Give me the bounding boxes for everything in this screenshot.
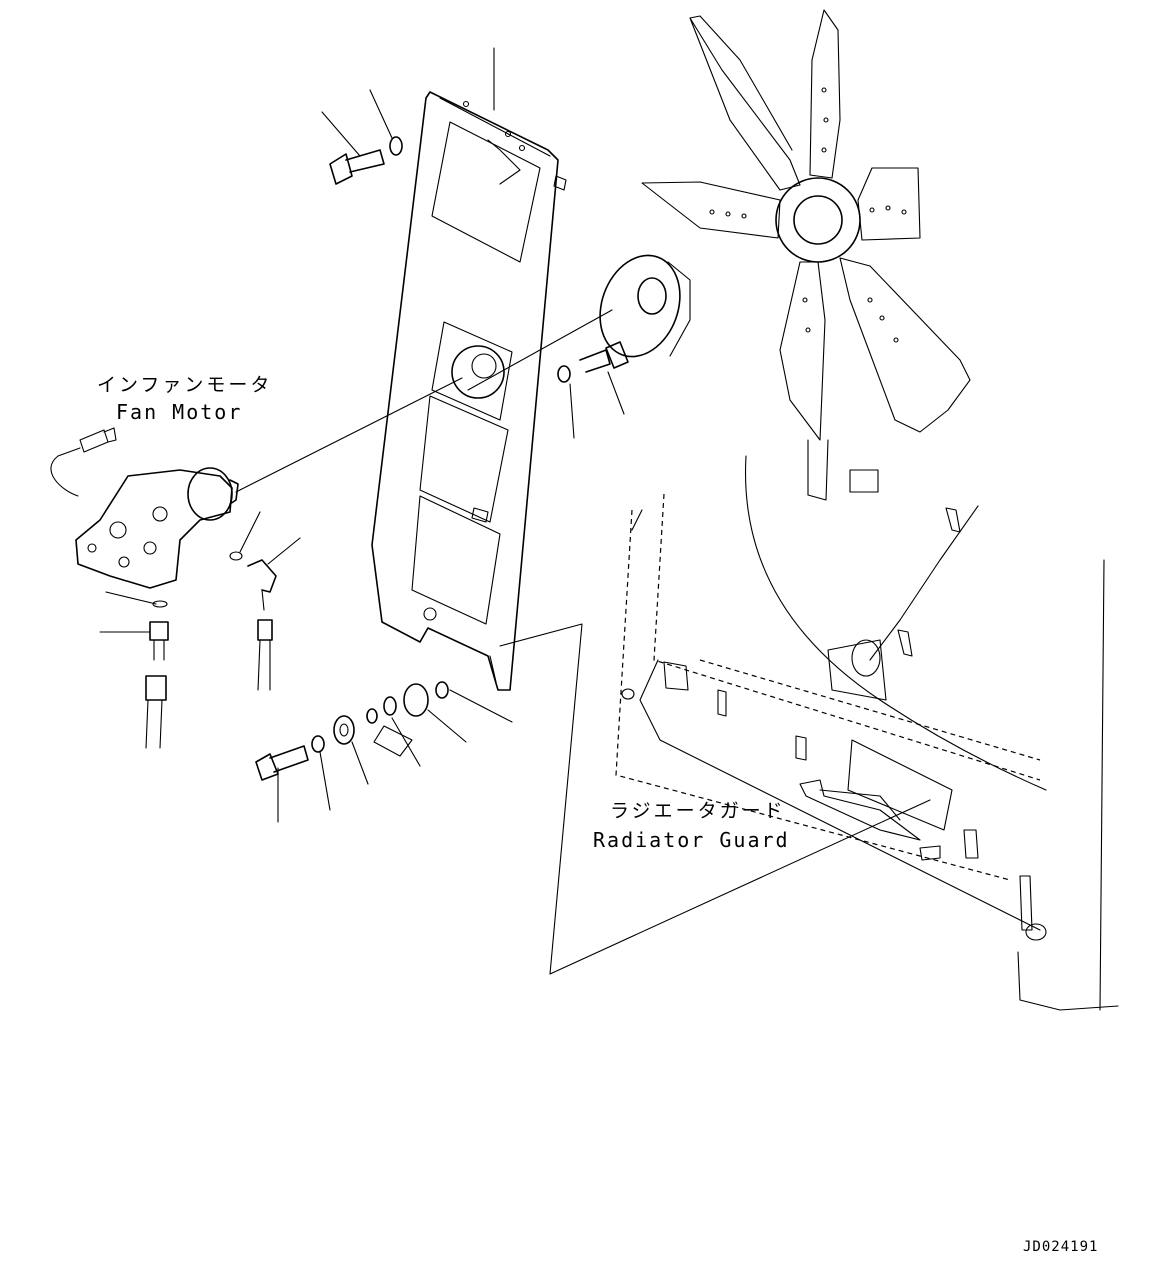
fan-motor-label-en: Fan Motor bbox=[116, 400, 243, 424]
fan-bolt-holes bbox=[709, 87, 907, 343]
fan-motor-label-jp: インファンモータ bbox=[97, 374, 273, 396]
radiator-guard-label-jp: ラジエータガード bbox=[610, 800, 786, 822]
drawing-id: JD024191 bbox=[1023, 1239, 1099, 1255]
radiator-guard-label-en: Radiator Guard bbox=[593, 828, 790, 852]
fan-motor bbox=[50, 377, 463, 589]
radiator-phantom bbox=[615, 455, 1119, 1011]
radiator-guard-callout bbox=[499, 623, 931, 975]
fan-spacer-flange bbox=[599, 254, 691, 358]
cooling-fan bbox=[641, 9, 971, 501]
bolts-and-washers bbox=[255, 136, 629, 781]
fan-motor-bracket bbox=[371, 91, 567, 691]
hose-fittings bbox=[145, 551, 277, 749]
leader-lines bbox=[99, 47, 625, 823]
